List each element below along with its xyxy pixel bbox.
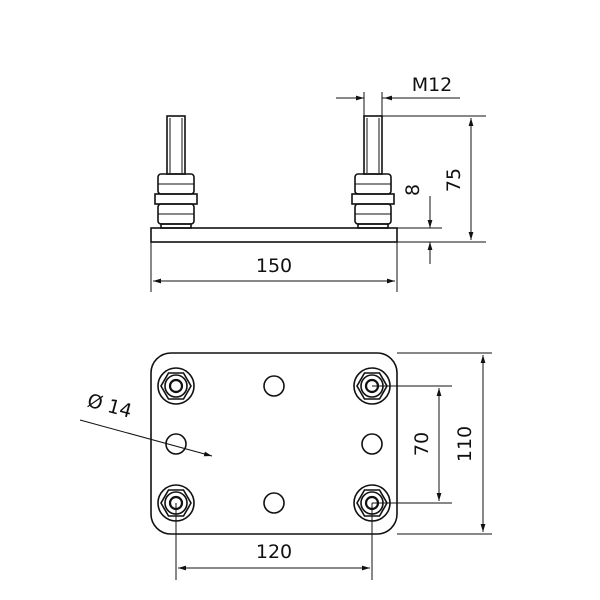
base-plate-top	[150, 352, 398, 535]
plate-height-label: 110	[454, 426, 476, 462]
hole-diameter-label: Ø 14	[85, 390, 134, 423]
dimension-spacing-120: 120	[175, 503, 373, 580]
thread-label: M12	[412, 74, 453, 96]
hole-bottom-center	[263, 492, 285, 514]
bolt-spacing-y-label: 70	[411, 432, 433, 456]
base-plate-side	[150, 227, 398, 243]
dimension-thread-m12: M12	[336, 74, 460, 116]
dimension-hole-diameter: Ø 14	[79, 390, 213, 457]
width-label: 150	[256, 255, 292, 277]
top-view: Ø 14 120 70 110	[79, 352, 492, 580]
hole-right-middle	[361, 433, 383, 455]
right-washer	[351, 193, 395, 205]
side-view: 150 M12 8 75	[150, 74, 486, 292]
bolt-height-label: 75	[443, 168, 465, 192]
bolt-spacing-x-label: 120	[256, 541, 292, 563]
nut-height-label: 8	[402, 184, 424, 196]
dimension-height-110: 110	[397, 352, 492, 535]
dimension-height-8: 8	[402, 184, 433, 264]
dimension-width-150: 150	[150, 242, 398, 292]
hole-top-center	[263, 375, 285, 397]
bolt-top-left	[157, 367, 195, 405]
left-bolt-assembly	[154, 115, 198, 229]
dimension-height-75: 75	[443, 118, 474, 240]
hole-left-middle	[165, 433, 187, 455]
dimension-spacing-70: 70	[372, 385, 452, 504]
left-washer	[154, 193, 198, 205]
right-bolt-assembly	[351, 115, 395, 229]
